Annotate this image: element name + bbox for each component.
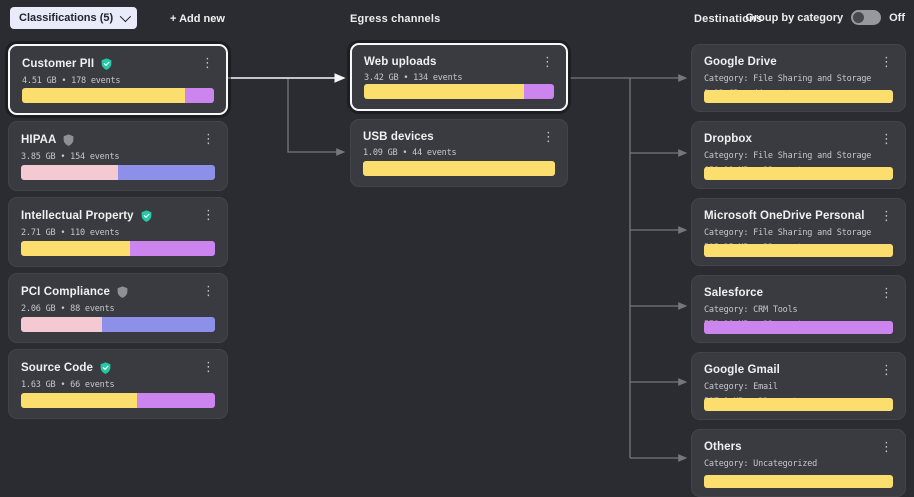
volume-bar: [21, 317, 215, 332]
card-title: Microsoft OneDrive Personal: [704, 210, 865, 222]
card-title: PCI Compliance: [21, 286, 110, 298]
classification-card-intellectual-property[interactable]: Intellectual Property ⋮ 2.71 GB • 110 ev…: [8, 197, 228, 267]
group-by-category-label: Group by category: [745, 11, 844, 24]
card-title: Source Code: [21, 362, 94, 374]
group-by-toggle[interactable]: [851, 10, 882, 25]
card-category: Category: File Sharing and Storage: [704, 228, 872, 238]
chevron-down-icon: [119, 10, 132, 23]
card-metric: 4.51 GB • 178 events: [22, 76, 121, 86]
card-category: Category: CRM Tools: [704, 305, 798, 315]
kebab-menu-icon[interactable]: ⋮: [880, 209, 893, 224]
kebab-menu-icon[interactable]: ⋮: [202, 284, 215, 299]
card-title: Customer PII: [22, 58, 95, 70]
flow-connectors: [228, 73, 688, 462]
card-title: Dropbox: [704, 133, 752, 145]
destination-card-google-drive[interactable]: Google Drive ⋮ Category: File Sharing an…: [691, 44, 906, 112]
kebab-menu-icon[interactable]: ⋮: [880, 132, 893, 147]
card-metric: 2.06 GB • 88 events: [21, 304, 115, 314]
kebab-menu-icon[interactable]: ⋮: [541, 55, 554, 70]
kebab-menu-icon[interactable]: ⋮: [880, 363, 893, 378]
kebab-menu-icon[interactable]: ⋮: [880, 55, 893, 70]
volume-bar: [21, 393, 215, 408]
volume-bar: [704, 321, 893, 334]
volume-bar: [363, 161, 555, 176]
volume-bar: [704, 244, 893, 257]
volume-bar: [704, 167, 893, 180]
card-category: Category: Email: [704, 382, 778, 392]
kebab-menu-icon[interactable]: ⋮: [201, 56, 214, 71]
destination-card-others[interactable]: Others ⋮ Category: Uncategorized: [691, 429, 906, 497]
card-title: Google Gmail: [704, 364, 780, 376]
shield-check-icon: [140, 209, 153, 223]
kebab-menu-icon[interactable]: ⋮: [880, 286, 893, 301]
destination-card-google-gmail[interactable]: Google Gmail ⋮ Category: Email 527.1 MB …: [691, 352, 906, 420]
card-metric: 1.63 GB • 66 events: [21, 380, 115, 390]
destinations-column: Google Drive ⋮ Category: File Sharing an…: [691, 44, 906, 497]
group-by-category-control: Group by category Off: [745, 10, 905, 25]
shield-gray-icon: [62, 133, 75, 147]
kebab-menu-icon[interactable]: ⋮: [202, 360, 215, 375]
card-metric: 3.85 GB • 154 events: [21, 152, 120, 162]
volume-bar: [704, 398, 893, 411]
card-title: Others: [704, 441, 742, 453]
card-metric: 1.09 GB • 44 events: [363, 148, 457, 158]
volume-bar: [364, 84, 554, 99]
card-category: Category: File Sharing and Storage: [704, 151, 872, 161]
kebab-menu-icon[interactable]: ⋮: [202, 132, 215, 147]
card-metric: 3.42 GB • 134 events: [364, 73, 463, 83]
classification-card-source-code[interactable]: Source Code ⋮ 1.63 GB • 66 events: [8, 349, 228, 419]
classifications-dropdown[interactable]: Classifications (5): [10, 7, 138, 29]
add-new-button[interactable]: + Add new: [170, 13, 225, 25]
egress-column-header: Egress channels: [350, 13, 441, 25]
card-title: Salesforce: [704, 287, 764, 299]
card-title: USB devices: [363, 131, 434, 143]
card-category: Category: Uncategorized: [704, 459, 818, 469]
card-title: Intellectual Property: [21, 210, 134, 222]
card-title: Google Drive: [704, 56, 777, 68]
kebab-menu-icon[interactable]: ⋮: [202, 208, 215, 223]
classification-card-pci-compliance[interactable]: PCI Compliance ⋮ 2.06 GB • 88 events: [8, 273, 228, 343]
destination-card-onedrive[interactable]: Microsoft OneDrive Personal ⋮ Category: …: [691, 198, 906, 266]
destination-card-dropbox[interactable]: Dropbox ⋮ Category: File Sharing and Sto…: [691, 121, 906, 189]
egress-card-usb-devices[interactable]: USB devices ⋮ 1.09 GB • 44 events: [350, 119, 568, 187]
volume-bar: [704, 90, 893, 103]
kebab-menu-icon[interactable]: ⋮: [880, 440, 893, 455]
egress-column: Web uploads ⋮ 3.42 GB • 134 events USB d…: [350, 43, 568, 187]
shield-check-icon: [100, 57, 113, 71]
destinations-column-header: Destinations: [694, 13, 763, 25]
destination-card-salesforce[interactable]: Salesforce ⋮ Category: CRM Tools 578.91 …: [691, 275, 906, 343]
shield-check-icon: [99, 361, 112, 375]
egress-card-web-uploads[interactable]: Web uploads ⋮ 3.42 GB • 134 events: [350, 43, 568, 111]
classification-card-customer-pii[interactable]: Customer PII ⋮ 4.51 GB • 178 events: [8, 44, 228, 115]
toggle-state-label: Off: [889, 11, 905, 24]
volume-bar: [704, 475, 893, 488]
toggle-knob-icon: [853, 12, 865, 23]
volume-bar: [21, 165, 215, 180]
classifications-dropdown-label: Classifications (5): [19, 12, 114, 24]
classification-card-hipaa[interactable]: HIPAA ⋮ 3.85 GB • 154 events: [8, 121, 228, 191]
card-category: Category: File Sharing and Storage: [704, 74, 872, 84]
volume-bar: [21, 241, 215, 256]
kebab-menu-icon[interactable]: ⋮: [542, 130, 555, 145]
volume-bar: [22, 88, 214, 103]
card-metric: 2.71 GB • 110 events: [21, 228, 120, 238]
card-title: Web uploads: [364, 56, 437, 68]
shield-gray-icon: [116, 285, 129, 299]
classifications-column: Customer PII ⋮ 4.51 GB • 178 events HIPA…: [8, 44, 228, 419]
card-title: HIPAA: [21, 134, 57, 146]
